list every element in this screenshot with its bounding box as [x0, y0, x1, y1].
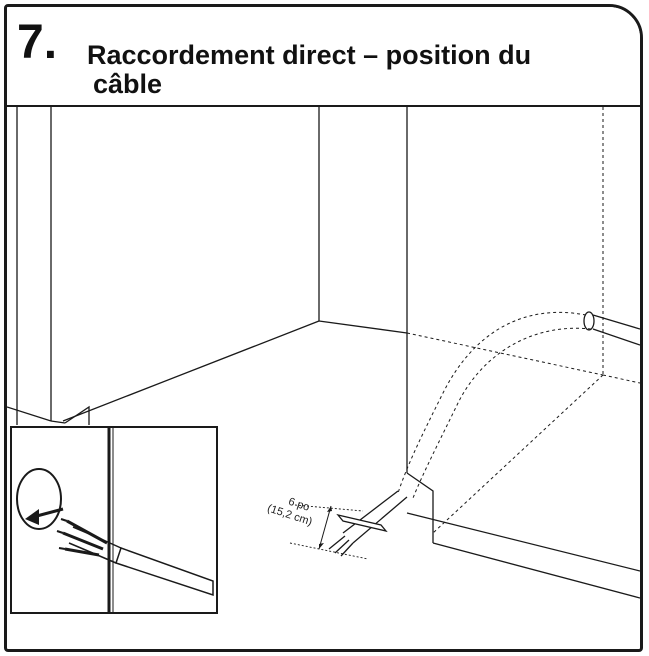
measurement-indicator: 6 po (15,2 cm) [266, 496, 369, 560]
power-cable [328, 490, 408, 557]
room-walls [7, 107, 640, 599]
hidden-lines [397, 107, 640, 534]
step-number: 7. [17, 16, 58, 69]
step-title: Raccordement direct – position du câble [87, 41, 607, 99]
arrow-head-icon [25, 509, 39, 525]
installation-illustration: 6 po (15,2 cm) [7, 107, 640, 614]
step-title-line1: Raccordement direct – position du [87, 40, 532, 70]
inset-detail [10, 426, 218, 614]
instruction-card: 7. Raccordement direct – position du câb… [4, 4, 643, 652]
step-header: 7. Raccordement direct – position du câb… [7, 7, 640, 107]
step-title-line2: câble [93, 69, 163, 99]
